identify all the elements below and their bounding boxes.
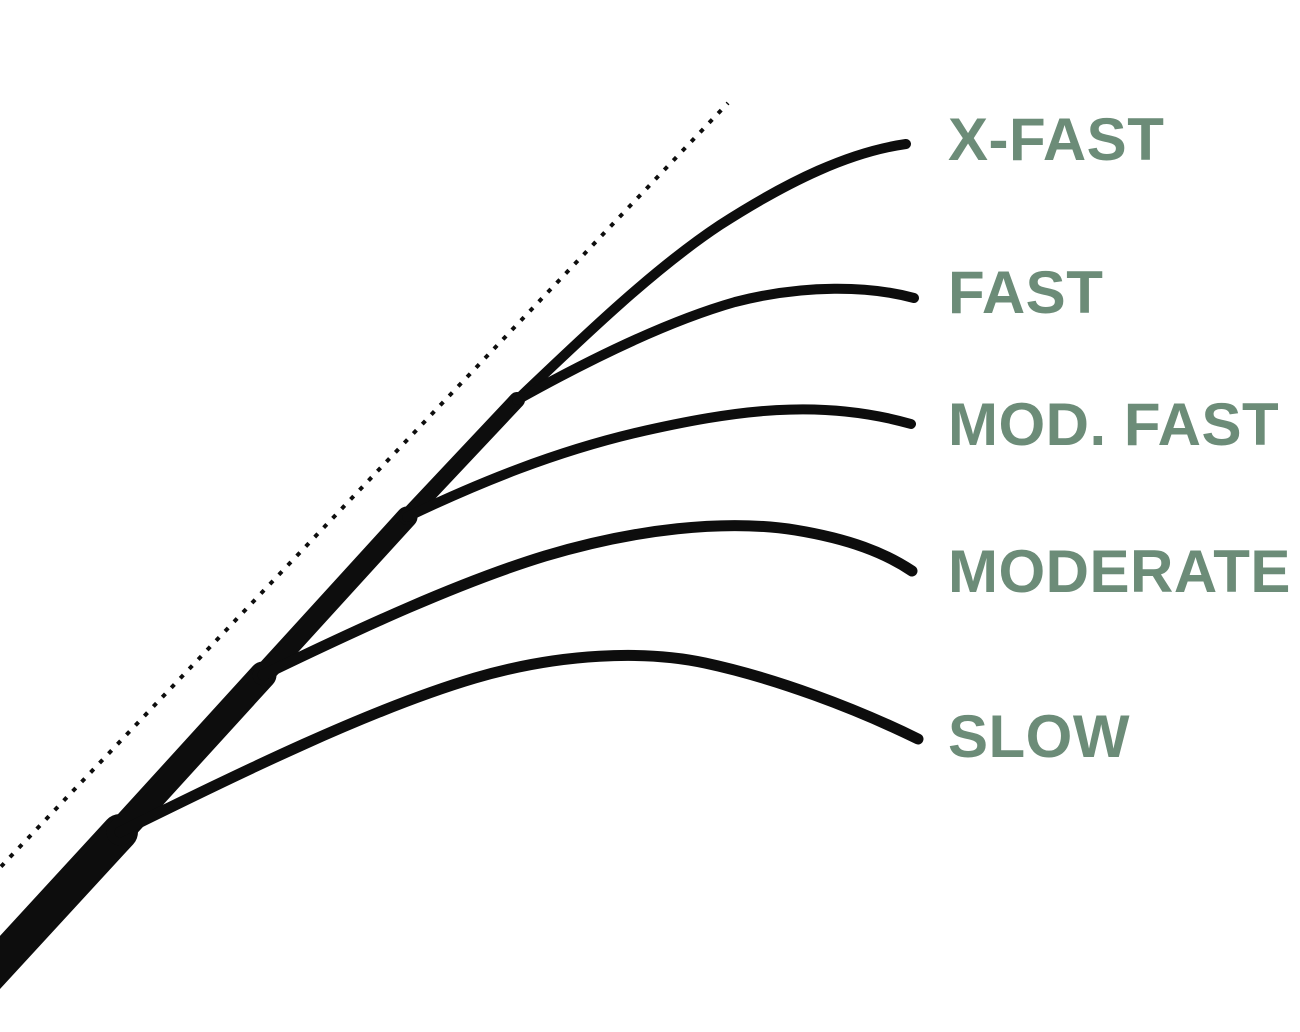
moderate-label: MODERATE xyxy=(948,538,1291,605)
fast-curve xyxy=(512,283,919,405)
x-fast-curve xyxy=(512,139,911,405)
rod-stem-mid-segment xyxy=(252,506,418,686)
x-fast-label: X-FAST xyxy=(948,106,1165,173)
straight-rod-dotted-line xyxy=(0,101,730,871)
slow-label: SLOW xyxy=(948,703,1130,770)
fast-label: FAST xyxy=(948,259,1104,326)
rod-stem-upper-segment xyxy=(399,392,525,525)
mod-fast-label: MOD. FAST xyxy=(948,391,1280,458)
rod-stem-lower-segment xyxy=(106,661,277,846)
slow-curve xyxy=(114,649,924,838)
mod-fast-curve xyxy=(402,404,916,522)
rod-stem-butt-segment xyxy=(0,814,138,989)
moderate-curve xyxy=(257,520,918,681)
